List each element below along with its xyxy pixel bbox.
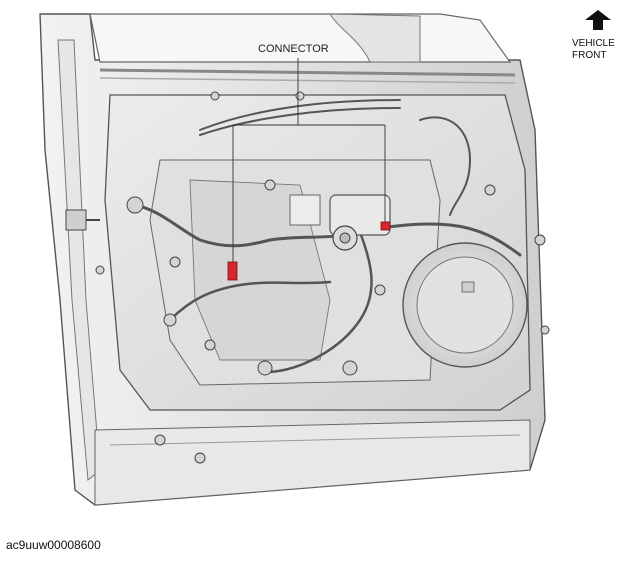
orientation-label-line1: VEHICLE [572,38,615,49]
connector-highlight [227,221,391,281]
wire-harness [133,99,522,374]
orientation-label: VEHICLE FRONT [572,38,628,62]
connector-left [227,261,238,281]
mounting-points [95,91,550,464]
connector-right [380,221,391,231]
figure-id: ac9uuw00008600 [6,538,101,552]
orientation-label-line2: FRONT [572,50,607,61]
hinge-bracket [65,209,100,231]
connector-label: CONNECTOR [258,43,329,55]
callout-leader [232,58,386,262]
speaker [402,242,528,368]
vehicle-front-arrow-icon [585,10,611,30]
regulator-motor [289,194,391,251]
